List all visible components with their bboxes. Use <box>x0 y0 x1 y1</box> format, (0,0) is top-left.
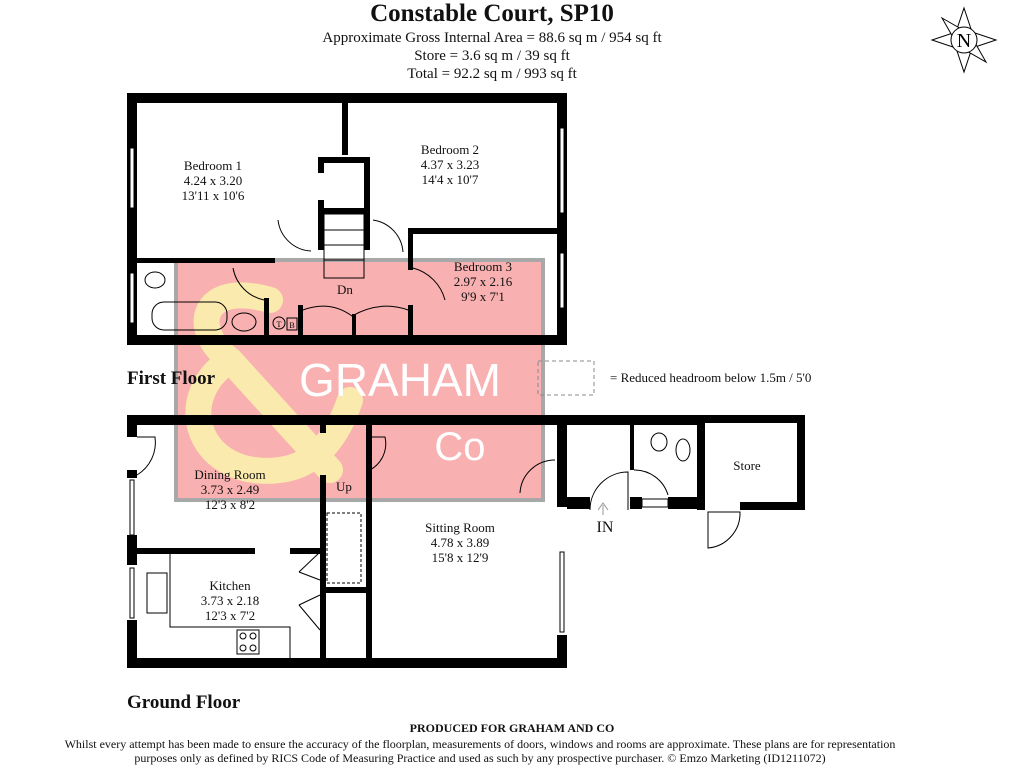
ground-floor-walls <box>127 415 805 668</box>
room-name: Bedroom 1 <box>183 158 243 173</box>
room-name: Dining Room <box>194 467 266 482</box>
total-area: Total = 92.2 sq m / 993 sq ft <box>407 66 577 82</box>
room-bedroom-2: Bedroom 2 4.37 x 3.23 14'4 x 10'7 <box>410 142 490 187</box>
store-area: Store = 3.6 sq m / 39 sq ft <box>414 48 570 64</box>
room-metric: 3.73 x 2.18 <box>200 593 260 608</box>
stairs-up-label: Up <box>336 479 352 494</box>
room-metric: 4.78 x 3.89 <box>430 535 490 550</box>
tank-symbol: T <box>277 320 282 329</box>
first-floor-details <box>129 127 565 332</box>
room-bedroom-1: Bedroom 1 4.24 x 3.20 13'11 x 10'6 <box>173 158 253 203</box>
legend-text: = Reduced headroom below 1.5m / 5'0 <box>610 370 812 385</box>
first-floor-label: First Floor <box>127 368 216 389</box>
room-name: Bedroom 3 <box>453 259 513 274</box>
room-name: Sitting Room <box>425 520 495 535</box>
room-name: Kitchen <box>209 578 251 593</box>
room-imperial: 12'3 x 8'2 <box>204 497 256 512</box>
room-metric: 4.24 x 3.20 <box>183 173 243 188</box>
room-imperial: 9'9 x 7'1 <box>461 289 505 304</box>
page-title: Constable Court, SP10 <box>370 0 614 27</box>
produced-for: PRODUCED FOR GRAHAM AND CO <box>409 721 615 735</box>
ground-floor-label: Ground Floor <box>127 692 241 713</box>
ampersand-logo <box>185 282 363 484</box>
watermark-text: GRAHAM <box>299 354 501 406</box>
ground-floor-details <box>129 432 741 658</box>
boiler-symbol: B <box>289 321 294 330</box>
watermark-text-co: Co <box>434 425 485 469</box>
room-dining-room: Dining Room 3.73 x 2.49 12'3 x 8'2 <box>180 467 280 512</box>
room-imperial: 15'8 x 12'9 <box>431 550 489 565</box>
compass-label: N <box>957 30 971 52</box>
disclaimer-line-1: Whilst every attempt has been made to en… <box>64 737 896 751</box>
room-imperial: 13'11 x 10'6 <box>181 188 245 203</box>
room-kitchen: Kitchen 3.73 x 2.18 12'3 x 7'2 <box>190 578 270 623</box>
room-bedroom-3: Bedroom 3 2.97 x 2.16 9'9 x 7'1 <box>443 259 523 304</box>
room-metric: 4.37 x 3.23 <box>420 157 480 172</box>
room-metric: 3.73 x 2.49 <box>200 482 260 497</box>
first-floor-walls <box>127 93 567 345</box>
stairs-down-label: Dn <box>337 282 353 297</box>
room-imperial: 14'4 x 10'7 <box>421 172 479 187</box>
compass-north-icon: N <box>930 6 998 74</box>
room-metric: 2.97 x 2.16 <box>453 274 513 289</box>
room-name: Bedroom 2 <box>420 142 480 157</box>
gross-area: Approximate Gross Internal Area = 88.6 s… <box>322 30 662 46</box>
room-imperial: 12'3 x 7'2 <box>204 608 256 623</box>
reduced-headroom-swatch <box>537 360 595 396</box>
watermark: GRAHAM Co <box>174 258 545 502</box>
room-sitting-room: Sitting Room 4.78 x 3.89 15'8 x 12'9 <box>410 520 510 565</box>
room-store: Store <box>733 458 761 473</box>
entrance-label: IN <box>596 519 614 536</box>
disclaimer-line-2: purposes only as defined by RICS Code of… <box>134 751 826 765</box>
